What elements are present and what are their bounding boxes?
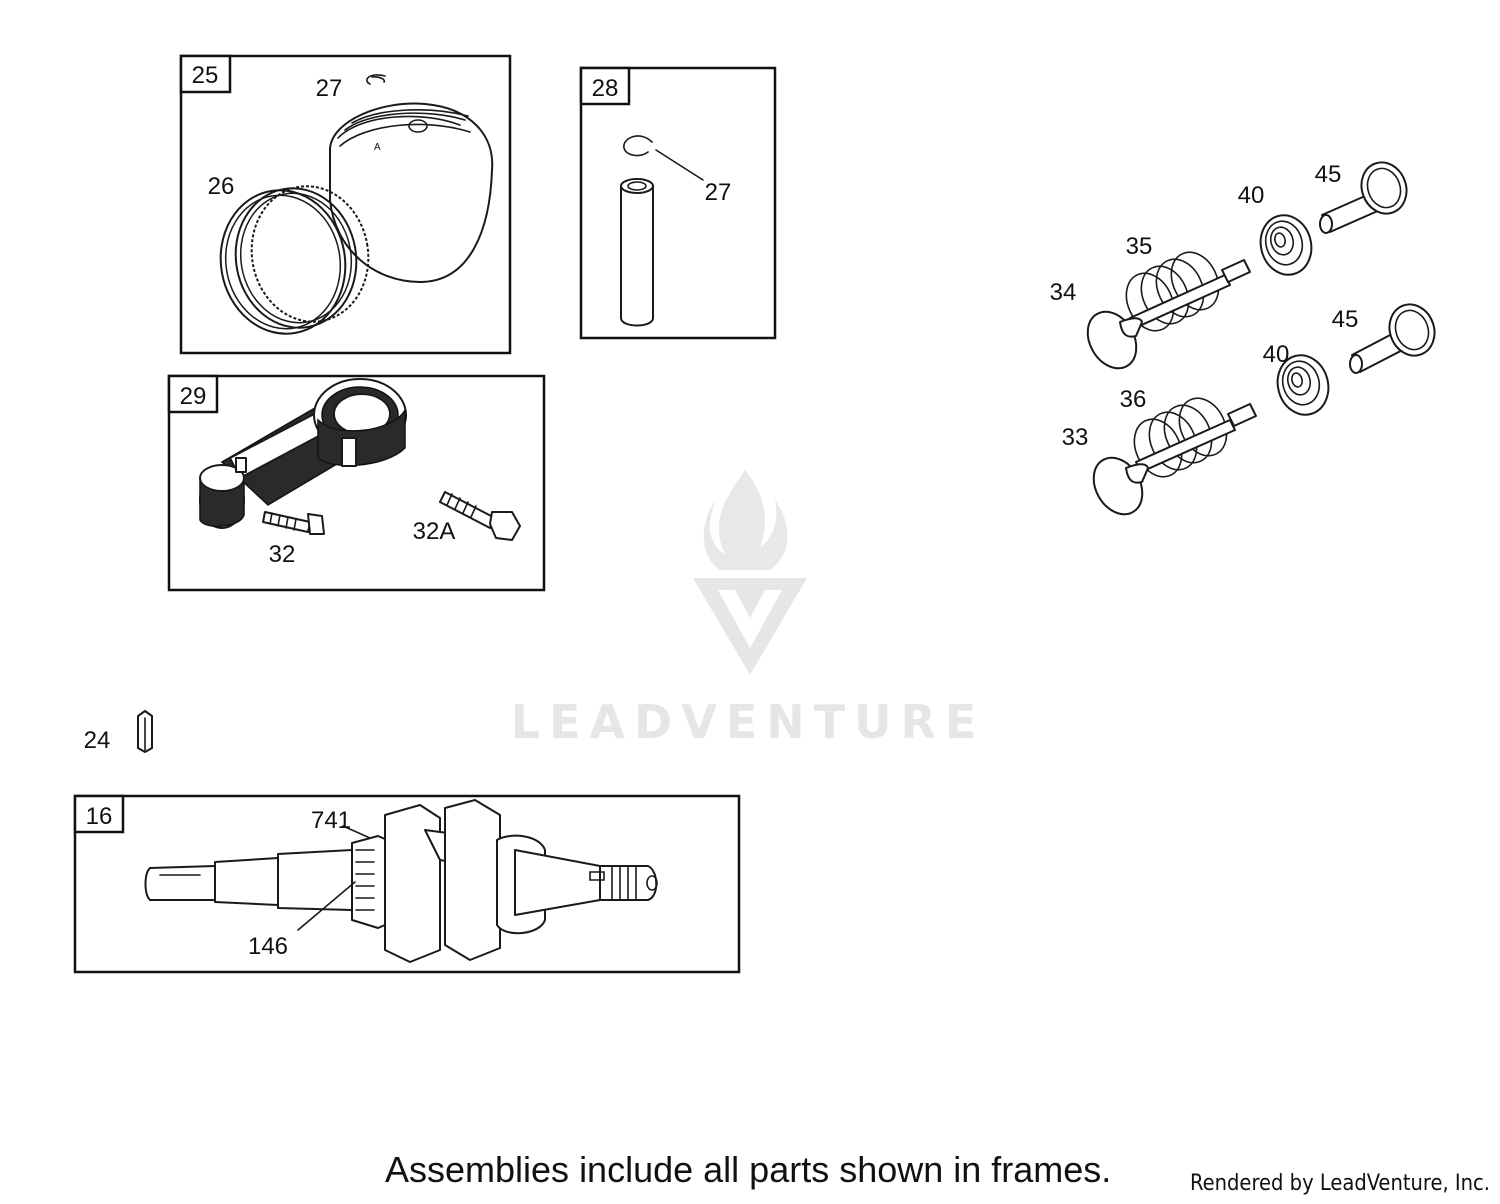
valve-train: 45 40 35 34 45 <box>1050 161 1436 516</box>
valve-spring-lower <box>1133 397 1228 478</box>
footer-note: Assemblies include all parts shown in fr… <box>385 1149 1111 1190</box>
callout-33: 33 <box>1062 424 1089 451</box>
frame-16-crankshaft: 16 741 146 <box>73 794 741 974</box>
callout-32a: 32A <box>413 518 456 545</box>
callout-27: 27 <box>316 75 343 102</box>
callout-40: 40 <box>1263 341 1290 368</box>
callout-45: 45 <box>1315 161 1342 188</box>
piston: A <box>329 102 494 283</box>
frame-25-piston-assembly: 25 27 A 26 <box>179 54 512 355</box>
valve-tappet-upper <box>1319 161 1408 234</box>
callout-32: 32 <box>269 541 296 568</box>
frame-28-piston-pin: 28 27 <box>579 66 777 340</box>
rod-bolt-32 <box>262 511 325 535</box>
leadventure-watermark: LEADVENTURE <box>511 470 986 749</box>
footer-credit: Rendered by LeadVenture, Inc. <box>1190 1171 1490 1196</box>
callout-45: 45 <box>1332 306 1359 333</box>
valve-retainer-lower <box>1276 354 1330 416</box>
watermark-text: LEADVENTURE <box>511 695 986 749</box>
frame-number: 16 <box>86 803 113 830</box>
piston-rings <box>219 185 370 335</box>
valve-spring-upper <box>1125 251 1220 332</box>
pin-clip <box>623 135 653 157</box>
callout-741: 741 <box>311 807 351 834</box>
exhaust-valve <box>1092 403 1257 516</box>
rod-bolt-32a <box>439 491 521 541</box>
frame-number: 25 <box>192 62 219 89</box>
callout-35: 35 <box>1126 233 1153 260</box>
connecting-rod <box>199 378 407 529</box>
callout-26: 26 <box>208 173 235 200</box>
svg-text:A: A <box>374 142 381 153</box>
valve-retainer-upper <box>1259 214 1313 276</box>
frame-number: 29 <box>180 383 207 410</box>
piston-pin <box>620 178 654 327</box>
callout-36: 36 <box>1120 386 1147 413</box>
piston-pin-clip <box>366 74 386 85</box>
callout-146: 146 <box>248 933 288 960</box>
watermark-flame-icon <box>703 470 788 570</box>
valve-tappet-lower <box>1349 303 1436 374</box>
frame-number: 28 <box>592 75 619 102</box>
callout-24: 24 <box>84 727 111 754</box>
callout-27: 27 <box>705 179 732 206</box>
callout-40: 40 <box>1238 182 1265 209</box>
watermark-v-icon <box>693 578 807 675</box>
callout-34: 34 <box>1050 279 1077 306</box>
crankshaft-key <box>137 710 153 753</box>
frame-29-connecting-rod: 29 32 32A <box>167 374 546 592</box>
intake-valve <box>1086 259 1251 370</box>
crankshaft <box>144 799 658 963</box>
